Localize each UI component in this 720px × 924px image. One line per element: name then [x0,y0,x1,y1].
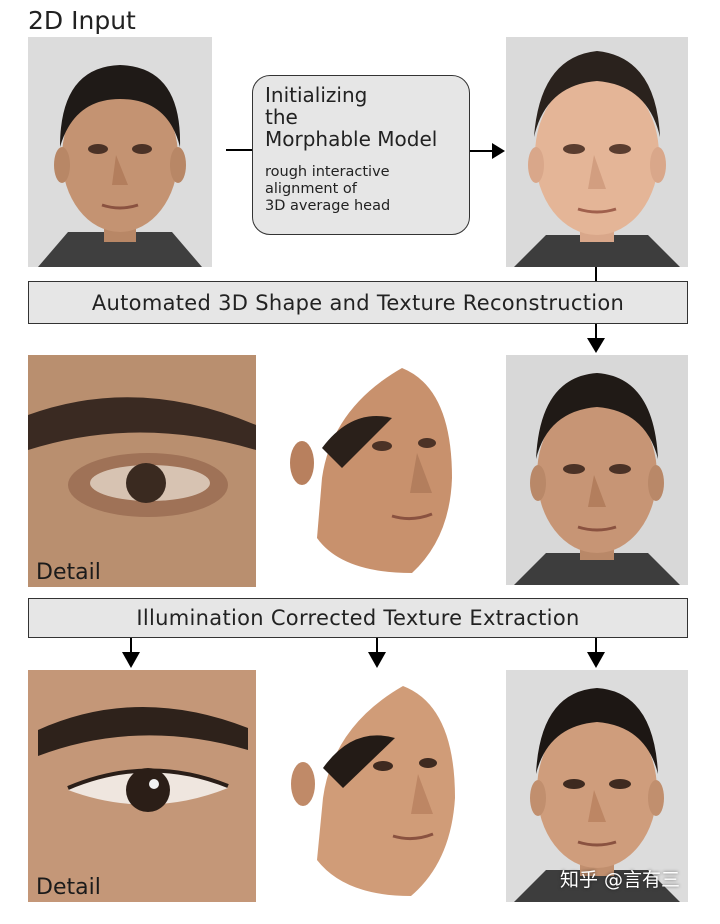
init-sub-line-3: 3D average head [265,198,391,214]
connector-head-to-reconstruction [595,267,597,281]
reconstruction-stage-bar: Automated 3D Shape and Texture Reconstru… [28,281,688,324]
init-morphable-model-box: Initializing the Morphable Model rough i… [252,75,470,235]
init-sub-line-2: alignment of [265,181,357,197]
morphable-average-head [506,37,688,267]
init-heading-line-3: Morphable Model [265,127,438,151]
detail-label-1: Detail [36,560,101,585]
arrow-to-reconstructed-front [587,324,605,353]
final-front: 知乎 @言有三 [506,670,688,902]
arrow-to-eye-detail-sharp [122,638,140,668]
head-3d-angled [282,368,458,578]
arrow-to-average-head [470,143,505,159]
eye-detail-blurry: Detail [28,355,256,587]
init-sub-line-1: rough interactive [265,164,390,180]
illumination-stage-bar: Illumination Corrected Texture Extractio… [28,598,688,638]
page-title: 2D Input [28,6,136,35]
head-3d-angled-corrected [285,686,459,900]
illumination-label: Illumination Corrected Texture Extractio… [136,606,580,630]
arrow-to-init-box [226,149,254,151]
detail-label-2: Detail [36,875,101,900]
init-heading-line-1: Initializing [265,83,368,107]
reconstruction-label: Automated 3D Shape and Texture Reconstru… [91,290,625,315]
init-heading-line-2: the [265,105,298,129]
arrow-to-head-3d-corrected [368,638,386,668]
reconstructed-front [506,355,688,585]
input-photo [28,37,212,267]
arrow-to-final-front [587,638,605,668]
watermark: 知乎 @言有三 [559,869,680,891]
eye-detail-sharp: Detail [28,670,256,902]
